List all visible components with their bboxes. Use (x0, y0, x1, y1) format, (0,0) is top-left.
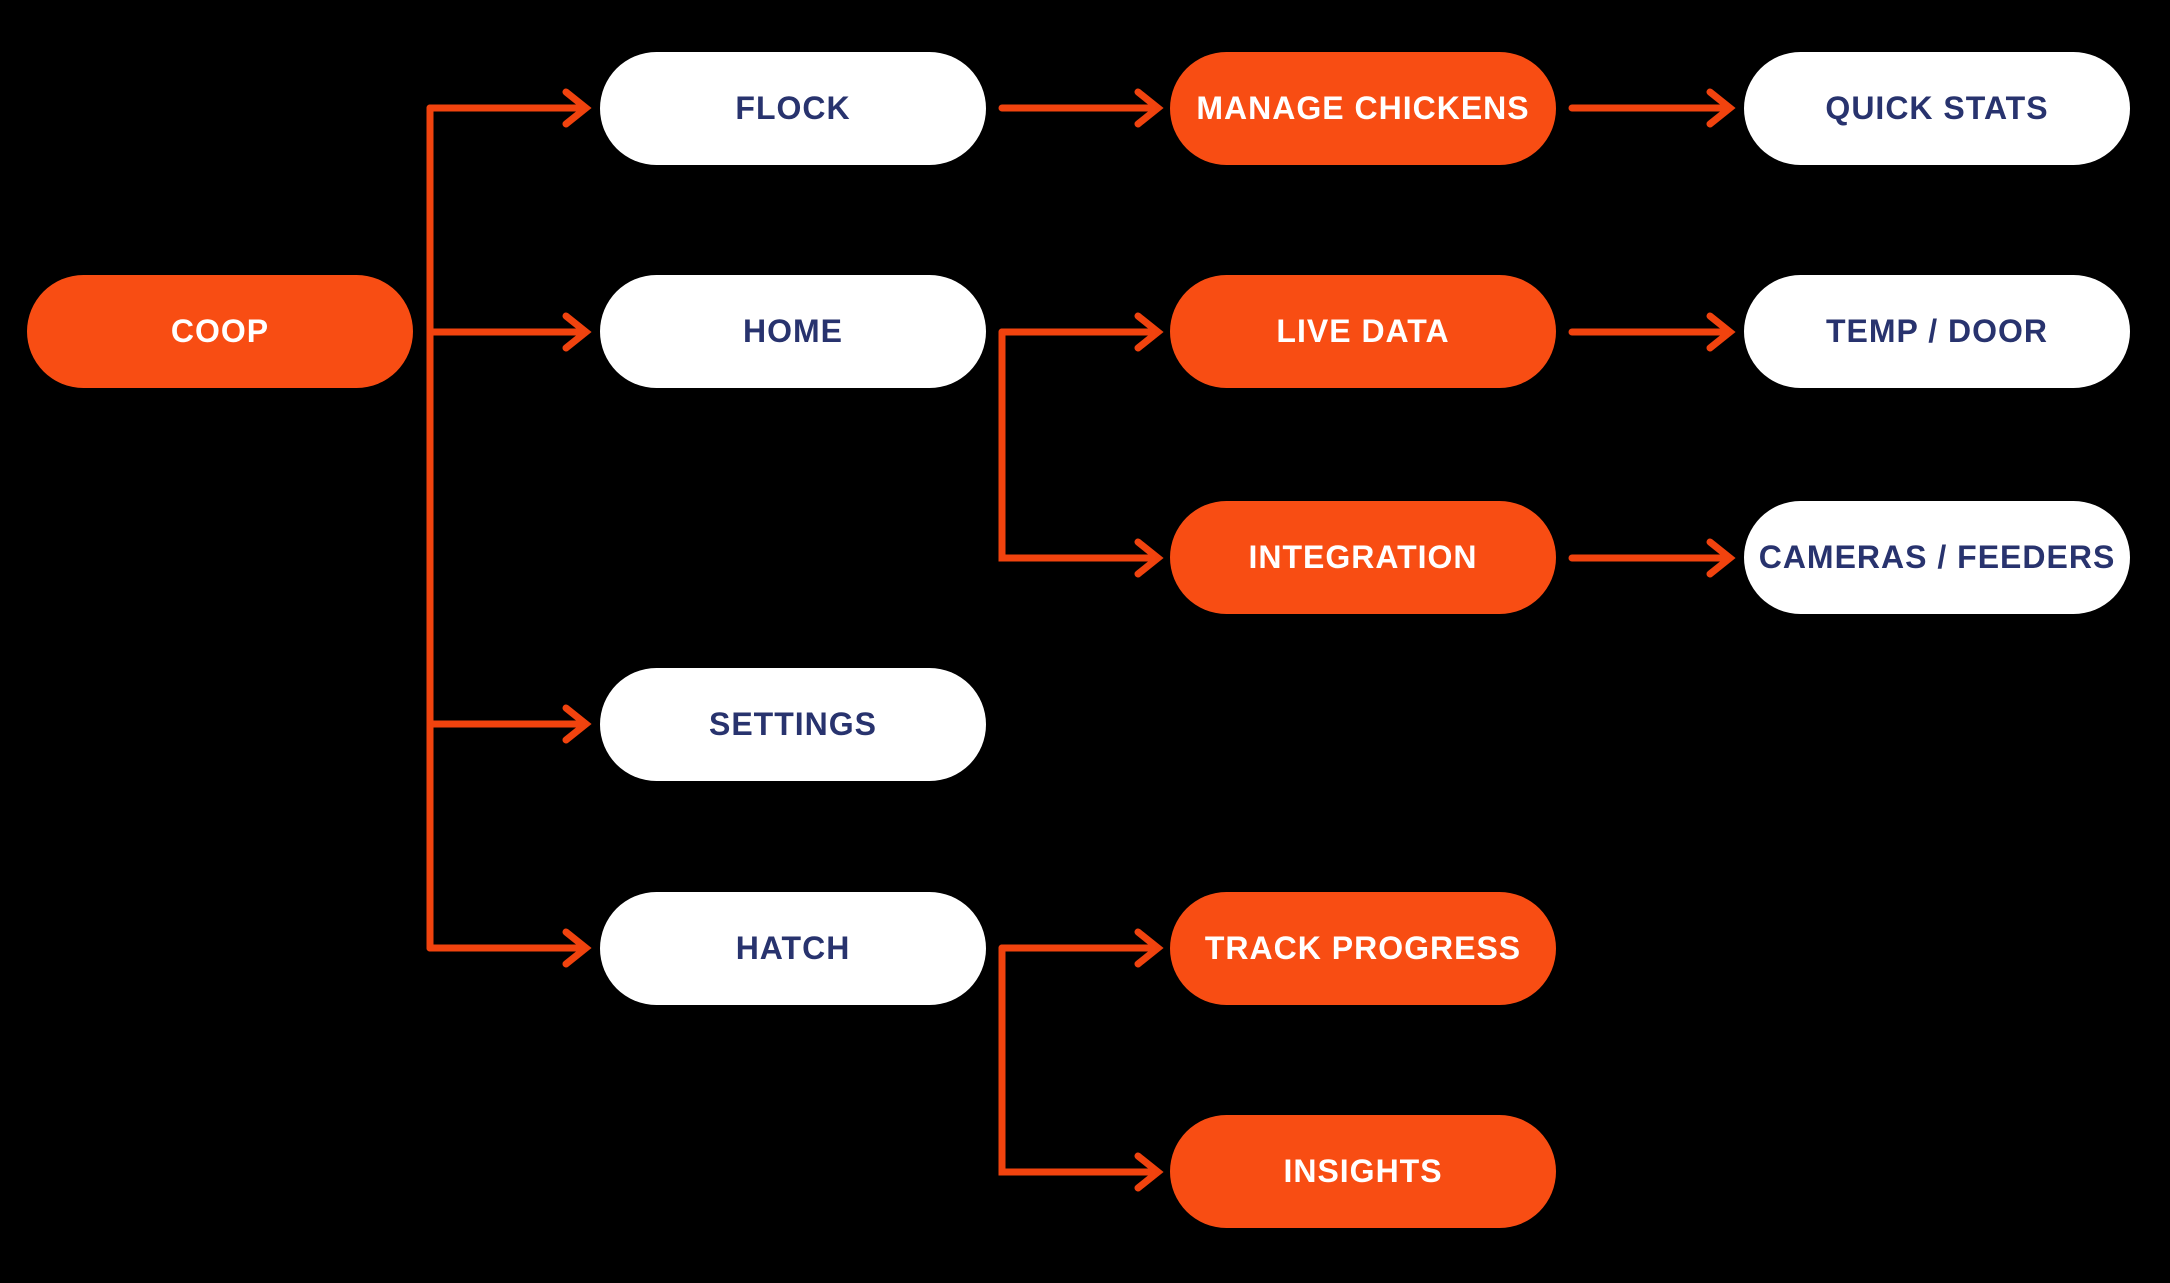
node-live-data: LIVE DATA (1170, 275, 1556, 388)
edge-hatch-track-arrowhead-icon (1134, 928, 1164, 968)
edge-hatch-insights-arrowhead-icon (1134, 1152, 1164, 1192)
edge-coop-home-arrowhead-icon (562, 312, 592, 352)
edge-flock-manage-arrowhead-icon (1134, 88, 1164, 128)
node-flock: FLOCK (600, 52, 986, 165)
edge-livedata-tempdoor-arrowhead-icon (1706, 312, 1736, 352)
node-cameras-feeders: CAMERAS / FEEDERS (1744, 501, 2130, 614)
node-live-data-label: LIVE DATA (1276, 313, 1450, 349)
node-coop: COOP (27, 275, 413, 388)
edge-coop-flock-arrowhead-icon (562, 88, 592, 128)
node-temp-door: TEMP / DOOR (1744, 275, 2130, 388)
node-settings-label: SETTINGS (708, 706, 877, 742)
node-manage-chickens: MANAGE CHICKENS (1170, 52, 1556, 165)
node-hatch-label: HATCH (735, 930, 851, 966)
node-quick-stats: QUICK STATS (1744, 52, 2130, 165)
node-track-progress: TRACK PROGRESS (1170, 892, 1556, 1005)
node-temp-door-label: TEMP / DOOR (1826, 313, 2048, 349)
node-integration: INTEGRATION (1170, 501, 1556, 614)
edge-coop-hatch-arrowhead-icon (562, 928, 592, 968)
node-home: HOME (600, 275, 986, 388)
node-insights: INSIGHTS (1170, 1115, 1556, 1228)
edge-coop-settings-arrowhead-icon (562, 704, 592, 744)
node-home-label: HOME (743, 313, 843, 349)
node-hatch: HATCH (600, 892, 986, 1005)
edge-integration-cameras-arrowhead-icon (1706, 538, 1736, 578)
node-settings: SETTINGS (600, 668, 986, 781)
edge-home-integration-arrowhead-icon (1134, 538, 1164, 578)
node-manage-chickens-label: MANAGE CHICKENS (1196, 90, 1530, 126)
node-flock-label: FLOCK (735, 90, 851, 126)
edge-home-livedata-arrowhead-icon (1134, 312, 1164, 352)
node-track-progress-label: TRACK PROGRESS (1204, 930, 1522, 966)
edge-manage-quickstats-arrowhead-icon (1706, 88, 1736, 128)
node-integration-label: INTEGRATION (1248, 539, 1478, 575)
edge-hatch-insights-line (998, 944, 1154, 1176)
node-quick-stats-label: QUICK STATS (1825, 90, 2049, 126)
edge-home-integration-line (998, 328, 1154, 562)
node-insights-label: INSIGHTS (1283, 1153, 1443, 1189)
node-coop-label: COOP (170, 313, 270, 349)
node-cameras-feeders-label: CAMERAS / FEEDERS (1758, 539, 2116, 575)
